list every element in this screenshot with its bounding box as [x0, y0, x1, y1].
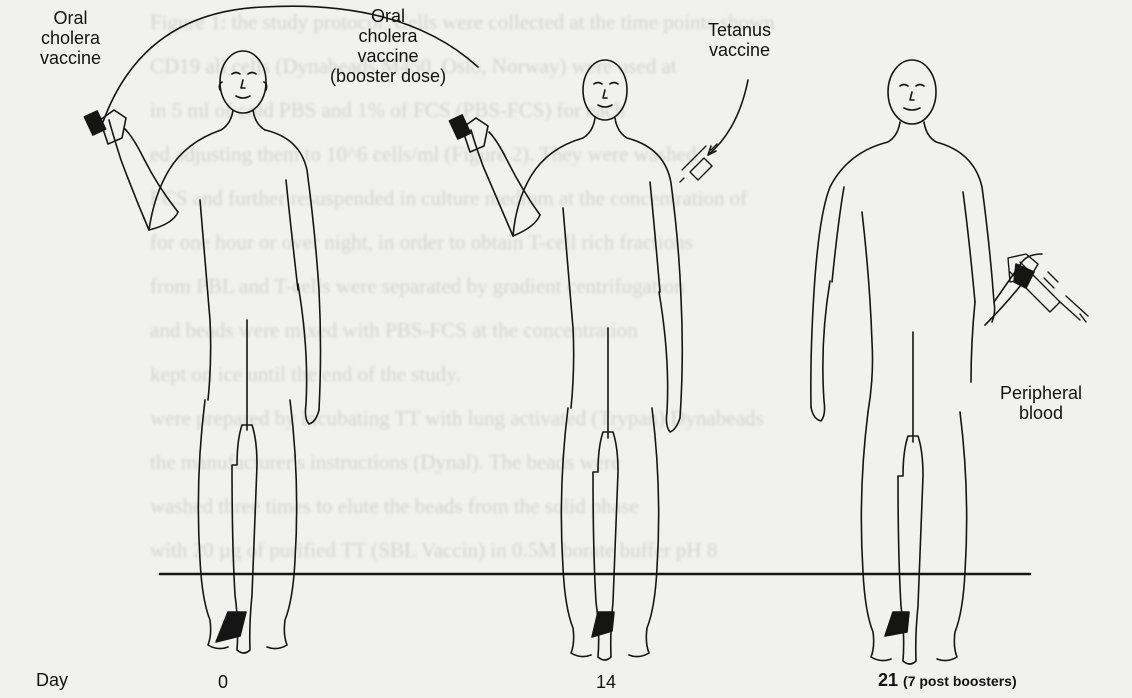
timeline-day-14: 14 [596, 672, 616, 692]
timeline-day-21: 21 (7 post boosters) [878, 670, 1017, 691]
label-peripheral-blood: Peripheral blood [1000, 383, 1082, 423]
day-21-value: 21 [878, 670, 898, 690]
timeline-day-0: 0 [218, 672, 228, 692]
label-tetanus-vaccine: Tetanus vaccine [708, 20, 771, 60]
day-21-note: (7 post boosters) [903, 673, 1017, 689]
label-oral-cholera-vaccine: Oral cholera vaccine [40, 8, 101, 68]
human-figure-day-14 [449, 60, 717, 660]
label-oral-cholera-booster: Oral cholera vaccine (booster dose) [330, 6, 446, 86]
human-figure-day-0 [84, 51, 320, 653]
timeline-day-label: Day [36, 670, 68, 690]
tetanus-pointer [708, 80, 748, 155]
